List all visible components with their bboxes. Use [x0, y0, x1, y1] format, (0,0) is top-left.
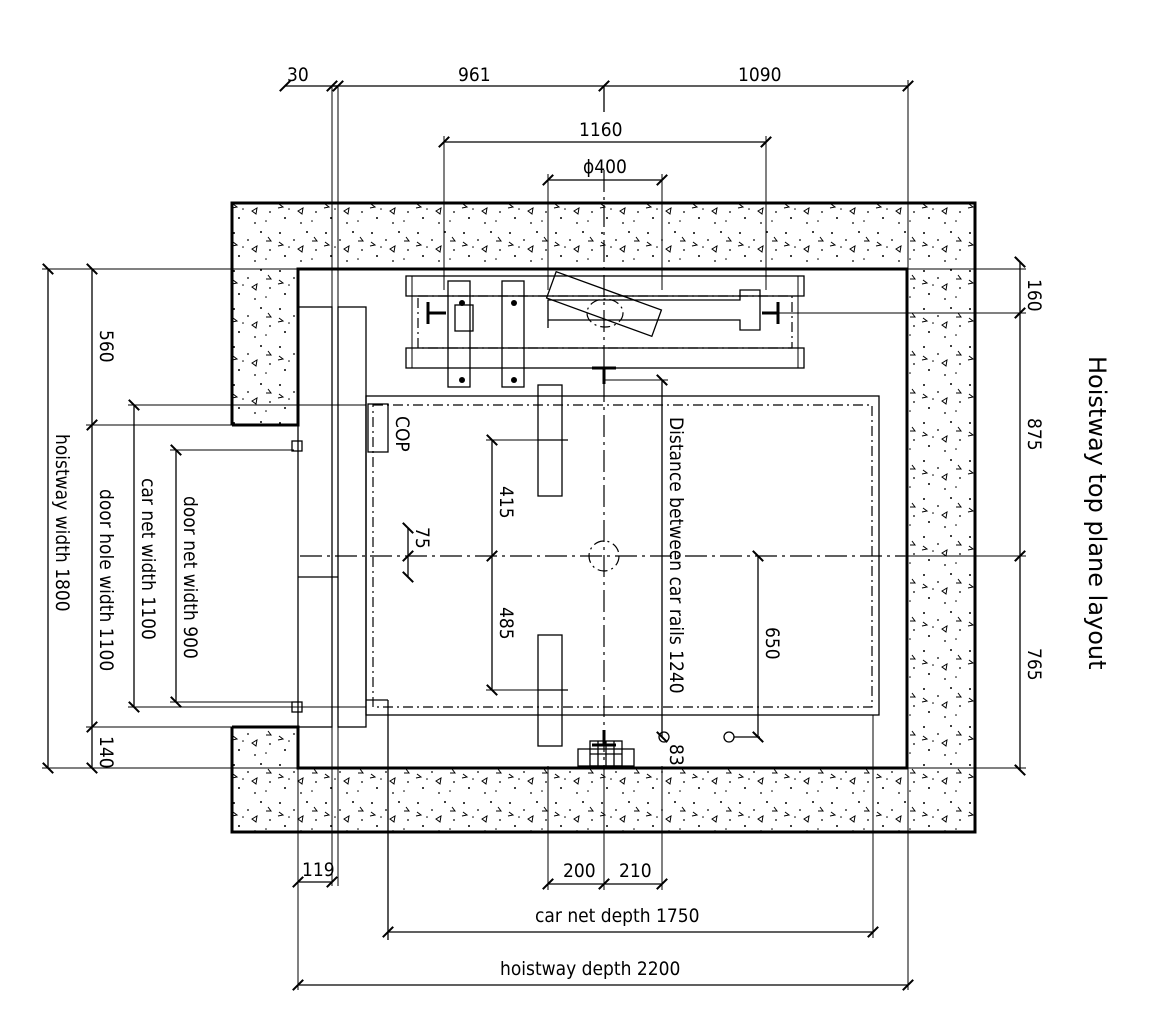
dim-200: 200: [563, 860, 596, 882]
dim-560: 560: [95, 330, 117, 363]
dim-phi400: ϕ400: [583, 156, 627, 178]
label-car-rails-distance: Distance between car rails 1240: [665, 417, 687, 694]
dim-650: 650: [761, 627, 783, 660]
dim-160: 160: [1023, 279, 1045, 312]
label-door-net-width: door net width 900: [179, 496, 201, 659]
car-rails: [537, 384, 568, 747]
right-dimensions: 160 875 765: [778, 256, 1045, 776]
dim-119: 119: [302, 859, 335, 881]
label-hoistway-width: hoistway width 1800: [51, 434, 73, 612]
dim-1090: 1090: [738, 64, 782, 86]
center-lines: [300, 170, 905, 770]
dim-75: 75: [411, 527, 433, 549]
bottom-dimensions: 119 200 210 car net depth 1750 hoistway …: [292, 715, 914, 991]
inner-dimensions: 415 485 75 Distance between car rails 12…: [402, 374, 783, 766]
dim-30: 30: [287, 64, 309, 86]
drawing-title: Hoistway top plane layout: [1083, 356, 1111, 670]
dim-415: 415: [495, 486, 517, 519]
dim-485: 485: [495, 607, 517, 640]
left-dimensions: hoistway width 1800 560 door hole width …: [42, 263, 366, 774]
machine-beams: [405, 270, 805, 747]
dim-1160: 1160: [579, 119, 623, 141]
label-car-net-width: car net width 1100: [137, 478, 159, 640]
dim-875: 875: [1023, 418, 1045, 451]
counterweight-block: [577, 731, 760, 767]
cop-panel: COP: [367, 403, 413, 453]
dim-210: 210: [619, 860, 652, 882]
car-outline: [365, 395, 880, 940]
dim-83: 83: [665, 744, 687, 766]
dim-140: 140: [95, 736, 117, 769]
cop-label: COP: [391, 416, 413, 452]
top-dimensions: 30 961 1090 1160 ϕ400: [279, 64, 914, 990]
label-hoistway-depth: hoistway depth 2200: [500, 958, 680, 980]
label-door-hole-width: door hole width 1100: [95, 489, 117, 671]
dim-765: 765: [1023, 648, 1045, 681]
dim-961: 961: [458, 64, 491, 86]
label-car-net-depth: car net depth 1750: [535, 905, 700, 927]
